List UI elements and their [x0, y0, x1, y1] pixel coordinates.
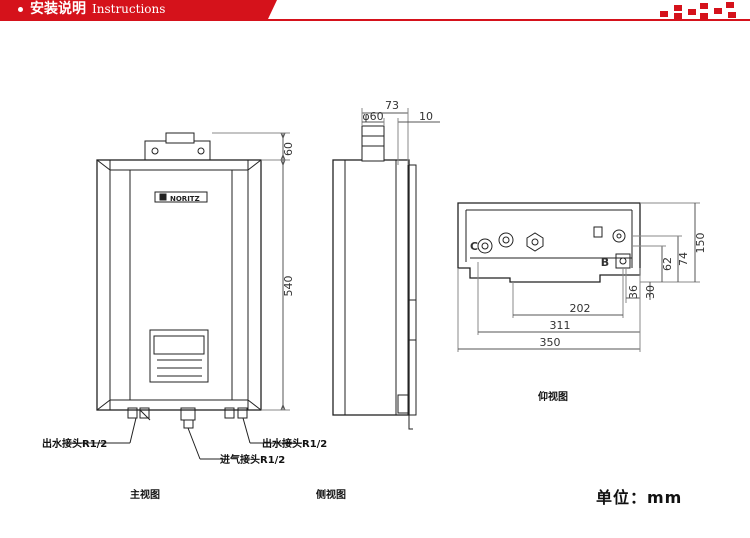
dim-bottom-36: 36: [627, 285, 640, 299]
dim-bottom-150: 150: [694, 233, 707, 254]
section-title-en: Instructions: [92, 2, 166, 16]
caption-front-view: 主视图: [130, 490, 160, 501]
section-title-cn: 安装说明: [30, 1, 86, 17]
label-gas-in: 进气接头R1/2: [220, 455, 286, 466]
dim-bottom-311: 311: [550, 319, 571, 332]
dim-bottom-30: 30: [644, 285, 657, 299]
brand-logo-text: NORITZ: [170, 195, 200, 203]
bottom-view-drawing: [457, 202, 700, 352]
checker-decoration-icon: [654, 1, 744, 19]
dim-side-depth: 73: [385, 99, 399, 112]
dim-bottom-74: 74: [677, 252, 690, 266]
section-title: 安装说明 Instructions: [18, 0, 165, 19]
dim-front-top: 60: [282, 142, 295, 156]
dim-front-height: 540: [282, 276, 295, 297]
dim-side-dia: φ60: [362, 110, 383, 123]
unit-label: 单位：mm: [596, 488, 683, 507]
label-water-out-left: 出水接头R1/2: [42, 439, 108, 450]
header-bar: [0, 0, 277, 19]
bullet-icon: [18, 6, 23, 12]
dim-side-offset: 10: [419, 110, 433, 123]
front-view-drawing: [72, 132, 302, 460]
caption-side-view: 侧视图: [316, 490, 346, 501]
side-view-drawing: [332, 108, 440, 430]
dim-bottom-b: B: [601, 256, 609, 269]
label-water-out-right: 出水接头R1/2: [262, 439, 328, 450]
dim-bottom-c: C: [470, 240, 478, 253]
header-banner: 安装说明 Instructions: [0, 0, 750, 24]
caption-bottom-view: 仰视图: [538, 392, 568, 403]
header-underline: [0, 19, 750, 21]
dim-bottom-62: 62: [661, 257, 674, 271]
dim-bottom-202: 202: [570, 302, 591, 315]
dim-bottom-350: 350: [540, 336, 561, 349]
